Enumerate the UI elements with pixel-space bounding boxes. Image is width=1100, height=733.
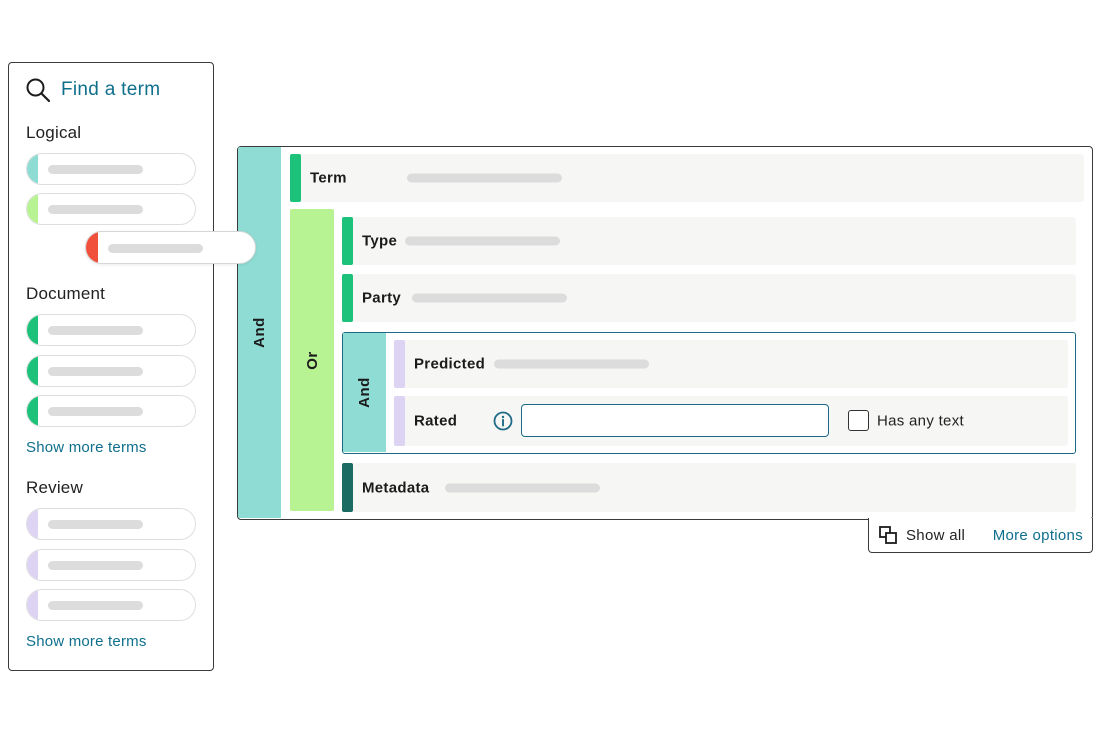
term-value-placeholder bbox=[445, 483, 600, 492]
term-label: Party bbox=[362, 289, 402, 307]
term-label: Predicted bbox=[414, 355, 486, 373]
term-value-placeholder bbox=[412, 293, 567, 303]
operator-and-outer[interactable]: And bbox=[238, 147, 281, 518]
term-value-placeholder bbox=[407, 173, 562, 183]
and-group-inner: And Predicted Rated Has any text bbox=[342, 332, 1076, 454]
term-placeholder bbox=[48, 165, 143, 174]
term-color-bar bbox=[342, 274, 353, 322]
term-pill-logical-1[interactable] bbox=[26, 153, 196, 185]
operator-label: Or bbox=[303, 350, 321, 370]
term-color-bar bbox=[86, 232, 98, 263]
term-row-type[interactable]: Type bbox=[342, 217, 1076, 265]
rated-text-input[interactable] bbox=[521, 404, 829, 437]
term-pill-review-1[interactable] bbox=[26, 508, 196, 540]
term-color-bar bbox=[290, 154, 301, 202]
term-placeholder bbox=[48, 561, 143, 570]
term-color-bar bbox=[27, 356, 38, 386]
term-placeholder bbox=[108, 244, 203, 253]
find-term-search[interactable]: Find a term bbox=[25, 77, 160, 103]
term-value-placeholder bbox=[494, 359, 649, 369]
term-color-bar bbox=[394, 340, 405, 388]
query-builder: And Term Or Type Party And Predicted R bbox=[237, 146, 1093, 520]
show-all-button[interactable]: Show all bbox=[879, 526, 965, 544]
term-placeholder bbox=[48, 601, 143, 610]
term-pill-document-1[interactable] bbox=[26, 314, 196, 346]
dragging-term-pill[interactable] bbox=[85, 231, 256, 264]
term-color-bar bbox=[342, 463, 353, 512]
term-row-metadata[interactable]: Metadata bbox=[342, 463, 1076, 512]
term-pill-document-2[interactable] bbox=[26, 355, 196, 387]
term-placeholder bbox=[48, 520, 143, 529]
term-color-bar bbox=[27, 154, 38, 184]
term-color-bar bbox=[27, 396, 38, 426]
term-placeholder bbox=[48, 326, 143, 335]
term-label: Rated bbox=[414, 412, 458, 430]
term-label: Metadata bbox=[362, 479, 430, 496]
section-title-review: Review bbox=[26, 478, 83, 497]
info-icon[interactable] bbox=[493, 411, 513, 431]
show-more-review-link[interactable]: Show more terms bbox=[26, 633, 147, 650]
term-label: Type bbox=[362, 232, 398, 250]
operator-and-inner[interactable]: And bbox=[343, 333, 386, 452]
section-title-document: Document bbox=[26, 284, 106, 303]
show-more-document-link[interactable]: Show more terms bbox=[26, 439, 147, 456]
term-row-rated[interactable]: Rated Has any text bbox=[394, 396, 1068, 446]
show-all-label: Show all bbox=[906, 526, 966, 544]
term-placeholder bbox=[48, 367, 143, 376]
term-color-bar bbox=[27, 194, 38, 224]
operator-label: And bbox=[250, 317, 268, 348]
find-term-label: Find a term bbox=[61, 79, 161, 100]
term-row-party[interactable]: Party bbox=[342, 274, 1076, 322]
copy-squares-icon bbox=[879, 526, 897, 544]
term-color-bar bbox=[394, 396, 405, 446]
term-color-bar bbox=[27, 550, 38, 580]
term-row-term[interactable]: Term bbox=[290, 154, 1084, 202]
term-pill-logical-2[interactable] bbox=[26, 193, 196, 225]
term-sidebar: Find a term Logical Document Show more t… bbox=[8, 62, 214, 671]
search-icon bbox=[26, 78, 51, 103]
term-color-bar bbox=[342, 217, 353, 265]
term-color-bar bbox=[27, 315, 38, 345]
term-pill-document-3[interactable] bbox=[26, 395, 196, 427]
more-options-link[interactable]: More options bbox=[992, 527, 1083, 544]
term-placeholder bbox=[48, 407, 143, 416]
has-any-text-label: Has any text bbox=[877, 412, 964, 430]
term-label: Term bbox=[310, 169, 347, 187]
term-pill-review-3[interactable] bbox=[26, 589, 196, 621]
term-row-predicted[interactable]: Predicted bbox=[394, 340, 1068, 388]
builder-footer: Show all More options bbox=[868, 518, 1093, 553]
section-title-logical: Logical bbox=[26, 123, 82, 142]
term-value-placeholder bbox=[405, 236, 560, 246]
term-color-bar bbox=[27, 590, 38, 620]
operator-label: And bbox=[355, 377, 373, 408]
term-pill-review-2[interactable] bbox=[26, 549, 196, 581]
has-any-text-checkbox[interactable] bbox=[848, 410, 869, 431]
term-placeholder bbox=[48, 205, 143, 214]
operator-or[interactable]: Or bbox=[290, 209, 334, 511]
term-color-bar bbox=[27, 509, 38, 539]
